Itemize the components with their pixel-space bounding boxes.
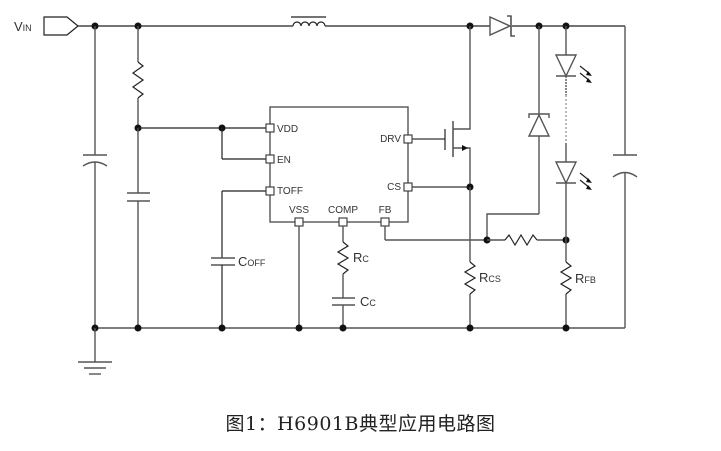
rc-label: RC [353, 250, 369, 265]
output-capacitor-icon [612, 154, 638, 328]
junction-dot [218, 324, 226, 332]
led-icon [554, 54, 592, 83]
ground-icon [78, 328, 112, 375]
pin-label-drv: DRV [380, 134, 401, 145]
junction-dot [466, 324, 474, 332]
inductor-icon [291, 16, 326, 27]
coff-capacitor-icon [211, 257, 235, 266]
pin-drv [403, 134, 413, 144]
pin-toff [265, 186, 275, 196]
pin-en [265, 154, 275, 164]
input-capacitor-icon [82, 26, 108, 328]
pin-fb [380, 217, 390, 227]
junction-dot [295, 324, 303, 332]
junction-dot [562, 324, 570, 332]
rfb-label: RFB [575, 271, 596, 286]
junction-dot [339, 324, 347, 332]
pin-comp [338, 217, 348, 227]
pin-label-comp: COMP [328, 205, 358, 216]
pin-vdd [265, 123, 275, 133]
vdd-resistor-icon [131, 26, 145, 128]
coff-label: COFF [238, 254, 266, 269]
zener-diode-icon [527, 26, 551, 214]
cc-label: CC [360, 294, 376, 309]
vdd-capacitor-icon [127, 128, 150, 328]
cc-capacitor-icon [332, 297, 355, 306]
pin-label-fb: FB [379, 205, 392, 216]
pin-label-cs: CS [387, 182, 401, 193]
pin-label-en: EN [277, 155, 291, 166]
circuit-schematic: VIN [14, 15, 638, 375]
pin-cs [403, 182, 413, 192]
rfb-resistor-icon [559, 261, 573, 295]
feedback-resistor-icon [504, 233, 538, 247]
pin-label-toff: TOFF [277, 186, 303, 197]
led-icon [554, 161, 592, 190]
rcs-label: RCS [479, 270, 501, 285]
pin-label-vss: VSS [289, 205, 309, 216]
schottky-diode-icon [489, 15, 515, 37]
junction-dot [134, 324, 142, 332]
pin-label-vdd: VDD [277, 124, 298, 135]
ic-h6901b: VDD EN TOFF DRV CS VSS COMP FB [265, 106, 413, 227]
rc-resistor-icon [336, 241, 350, 275]
mosfet-icon [444, 26, 471, 186]
figure-caption: 图1：H6901B典型应用电路图 [225, 413, 496, 435]
rcs-resistor-icon [463, 261, 477, 295]
vin-input-terminal: VIN [14, 16, 79, 36]
vin-label: VIN [14, 19, 32, 34]
pin-vss [294, 217, 304, 227]
